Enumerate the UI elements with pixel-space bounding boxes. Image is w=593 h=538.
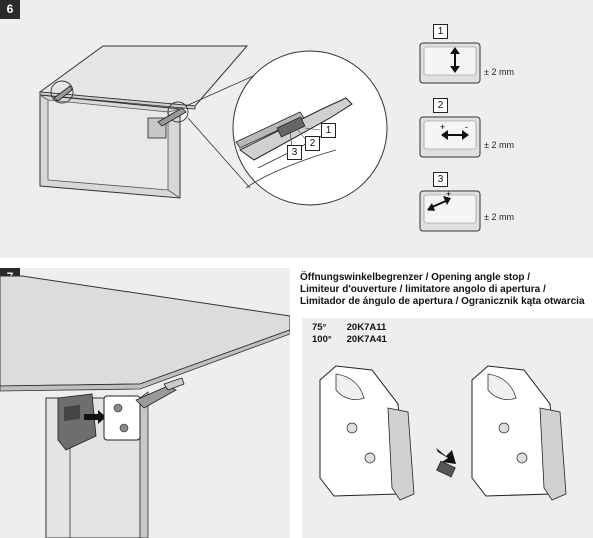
- angle-stop-row: 100° 20K7A41: [312, 334, 387, 346]
- adjust-3-tolerance: ± 2 mm: [484, 212, 514, 222]
- adjustment-boxes: [419, 42, 481, 232]
- callout-3: 3: [287, 145, 302, 160]
- adjust-2-plus: +: [440, 122, 446, 132]
- vertical-arrow-icon: [419, 42, 481, 84]
- step-7-left-panel: 7: [0, 268, 290, 538]
- adjust-3-number: 3: [433, 172, 448, 187]
- callout-2: 2: [305, 136, 320, 151]
- adjust-1-tolerance: ± 2 mm: [484, 67, 514, 77]
- adjust-1-number: 1: [433, 24, 448, 39]
- horizontal-arrow-icon: [419, 116, 481, 158]
- article-code: 20K7A11: [346, 322, 387, 333]
- cabinet-hinge-illustration: [38, 45, 388, 206]
- angle-stop-illustration: [319, 365, 567, 501]
- angle-stop-list: 75° 20K7A11 100° 20K7A41: [312, 322, 387, 346]
- opening-angle-stop-heading: Öffnungswinkelbegrenzer / Opening angle …: [300, 272, 590, 308]
- heading-line: Öffnungswinkelbegrenzer / Opening angle …: [300, 272, 531, 283]
- adjust-2-tolerance: ± 2 mm: [484, 140, 514, 150]
- angle-value: 75°: [312, 322, 327, 333]
- step-7-right-panel: [302, 318, 593, 538]
- adjust-3-plus: +: [446, 189, 452, 199]
- angle-value: 100°: [312, 334, 332, 345]
- callout-1: 1: [321, 123, 336, 138]
- adjust-2-minus: -: [465, 122, 468, 132]
- adjust-3-minus: -: [428, 205, 431, 215]
- step-6-number: 6: [0, 0, 20, 19]
- heading-line: Limiteur d'ouverture / limitatore angolo…: [300, 284, 546, 295]
- step-6-panel: 6 1 2 3 1 2 3: [0, 0, 593, 258]
- heading-line: Limitador de ángulo de apertura / Ograni…: [300, 296, 585, 307]
- article-code: 20K7A41: [346, 334, 387, 345]
- diagonal-arrow-icon: [419, 190, 481, 232]
- angle-stop-row: 75° 20K7A11: [312, 322, 387, 334]
- adjust-2-number: 2: [433, 98, 448, 113]
- hinge-installation-illustration: [0, 275, 290, 538]
